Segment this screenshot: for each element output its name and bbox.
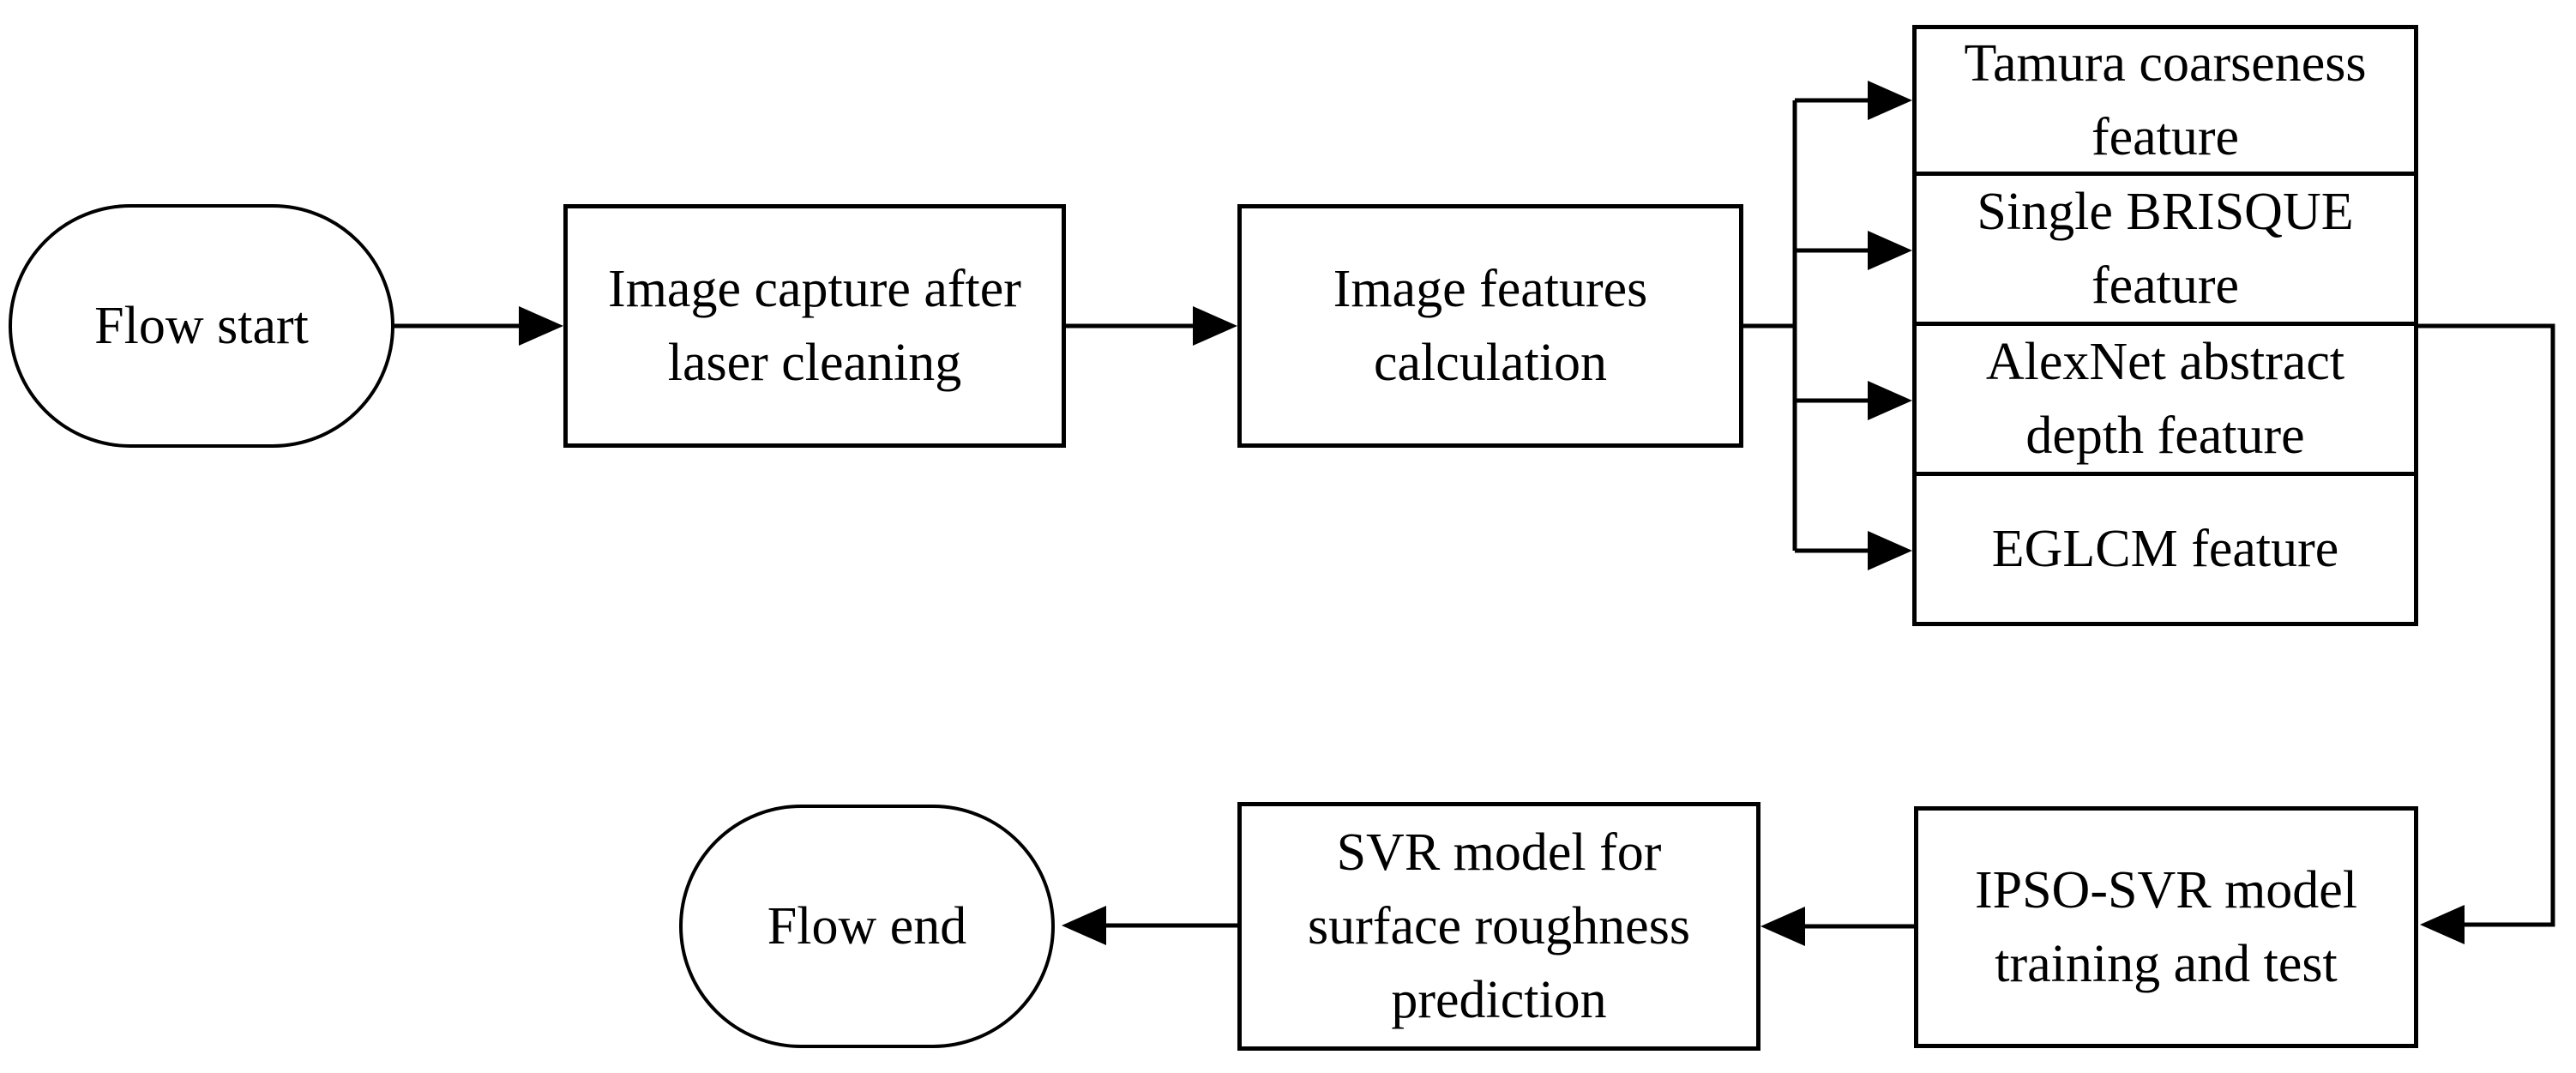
arrowhead-right-icon xyxy=(519,306,563,346)
node-image-capture: Image capture after laser cleaning xyxy=(563,204,1066,448)
arrow-flow-start-to-image-capture xyxy=(394,306,563,346)
arrow-branch-to-alexnet xyxy=(1795,381,1912,420)
node-flow-end-label: Flow end xyxy=(767,897,967,955)
node-flow-end: Flow end xyxy=(679,805,1055,1048)
arrowhead-right-icon xyxy=(1193,306,1237,346)
arrowhead-right-icon xyxy=(1868,231,1912,270)
node-ipso-svr-label: IPSO-SVR model training and test xyxy=(1974,861,2358,993)
arrowhead-right-icon xyxy=(1868,381,1912,420)
node-tamura-coarseness-feature: Tamura coarseness feature xyxy=(1912,25,2418,176)
arrow-svr-predict-to-flow-end xyxy=(1062,906,1237,945)
node-flow-start-label: Flow start xyxy=(94,297,309,355)
node-image-capture-label: Image capture after laser cleaning xyxy=(608,260,1021,392)
arrowhead-right-icon xyxy=(1868,531,1912,570)
node-eglcm-feature: EGLCM feature xyxy=(1912,472,2418,626)
node-svr-prediction: SVR model for surface roughness predicti… xyxy=(1237,802,1760,1051)
node-alexnet-depth-feature: AlexNet abstract depth feature xyxy=(1912,322,2418,476)
arrow-branch-to-eglcm xyxy=(1795,531,1912,570)
node-ipso-svr-training: IPSO-SVR model training and test xyxy=(1914,806,2418,1048)
arrowhead-left-icon xyxy=(1760,907,1805,946)
arrow-branch-to-brisque xyxy=(1795,231,1912,270)
arrow-ipso-svr-to-svr-predict xyxy=(1760,907,1914,946)
node-single-brisque-feature: Single BRISQUE feature xyxy=(1912,172,2418,326)
arrow-image-capture-to-features-calc xyxy=(1066,306,1237,346)
node-tamura-label: Tamura coarseness feature xyxy=(1964,34,2367,166)
arrowhead-right-icon xyxy=(1868,81,1912,120)
node-brisque-label: Single BRISQUE feature xyxy=(1977,183,2354,315)
connector-path xyxy=(2418,323,2555,927)
arrowhead-left-icon xyxy=(2420,905,2465,944)
connector-features-to-ipso-svr xyxy=(2418,323,2555,944)
arrow-branch-to-tamura xyxy=(1795,81,1912,120)
node-features-calculation-label: Image features calculation xyxy=(1333,260,1648,392)
node-eglcm-label: EGLCM feature xyxy=(1991,520,2339,578)
node-svr-prediction-label: SVR model for surface roughness predicti… xyxy=(1308,823,1690,1029)
branch-connector-features xyxy=(1743,100,1797,551)
node-flow-start: Flow start xyxy=(9,204,394,448)
node-features-calculation: Image features calculation xyxy=(1237,204,1743,448)
arrowhead-left-icon xyxy=(1062,906,1106,945)
node-alexnet-label: AlexNet abstract depth feature xyxy=(1985,333,2345,465)
